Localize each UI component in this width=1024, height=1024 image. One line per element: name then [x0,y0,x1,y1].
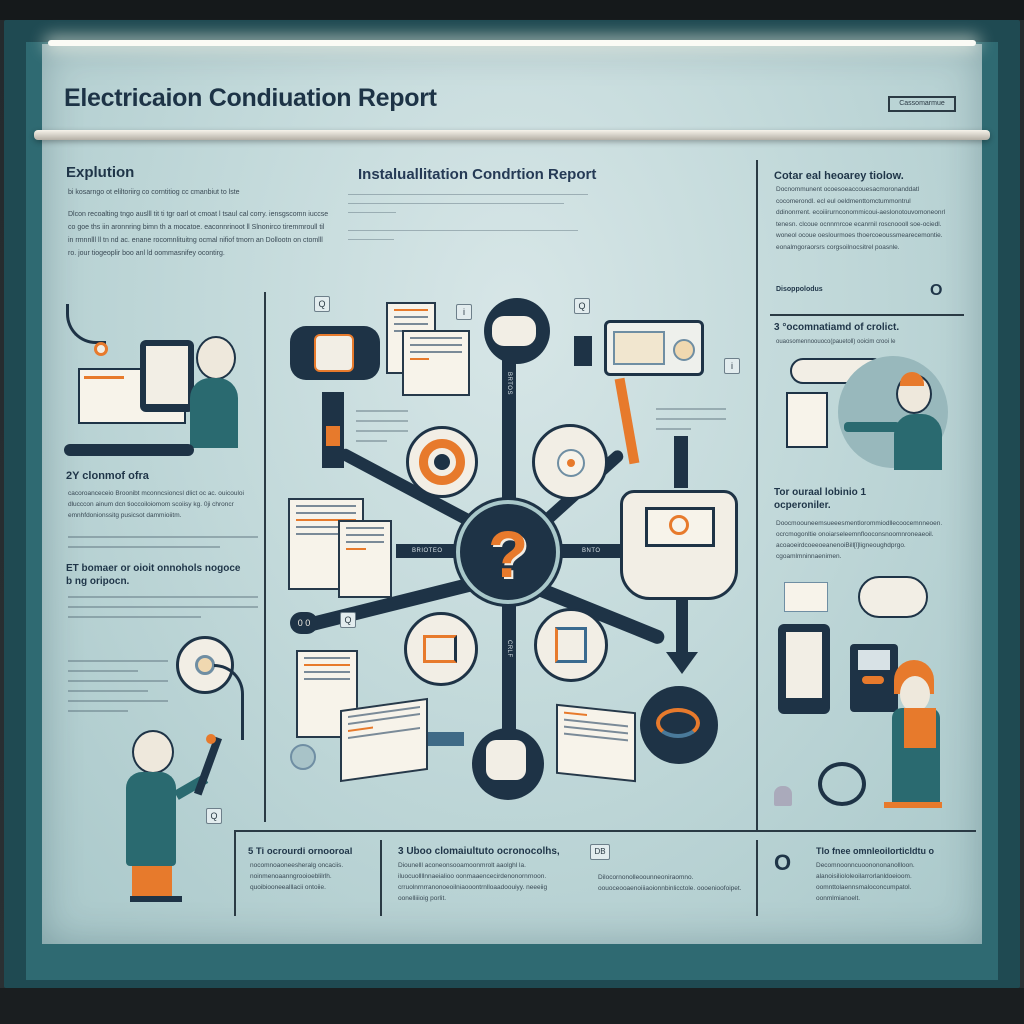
center-icon-box-2: i [456,304,472,320]
light-bar [34,130,990,140]
ceiling [0,0,1024,20]
center-icon-box-5: Q [340,612,356,628]
connector-arrow-stem [676,600,688,656]
bottom-cell-4-circle: O [774,850,792,875]
divider-right [756,160,758,830]
poster-tag: Cassomarmue [888,96,956,112]
center-faint-lines-1 [348,194,588,221]
connector-label-top: BRTOS [506,372,512,395]
illustration-person-tablet [64,294,244,460]
bottom-cell-1-body: nocomnoaoneesheralg oncaciis. noinmenoaa… [250,862,344,891]
left-section2-body: cacoroanceceio Broonibt mconncsioncsl dl… [68,490,244,519]
document-stack-2 [338,520,392,598]
center-faint-lines-2 [348,230,578,248]
toggle-icon: 0 0 [290,612,318,634]
center-icon-box-4: i [724,358,740,374]
connector-label-right: BNTO [582,548,601,554]
right-heading: Cotar eal heoarey tiolow. [774,170,904,182]
right-section4-body: Doocmoouneemsueeesmentlorommiodllecoocem… [776,520,943,560]
open-manual-icon [340,697,428,783]
divider-bottom [236,830,976,832]
bottom-cell-2-heading: 3 Uboo clomaiultuto ocronocolhs, [398,846,560,857]
left-section2-heading: 2Y clonmof ofra [66,470,149,482]
monitor-device-icon [604,320,704,376]
illustration-person-probe [120,726,223,906]
bottom-cell-4-heading: Tlo fnee omnleoilorticldtu o [816,846,934,856]
node-circuit-left [404,612,478,686]
node-meter-dial [406,426,478,498]
center-faint-lines-4 [656,408,726,438]
left-paragraph: Dlcon recoalting tngo auslll tit ti tgr … [68,211,329,257]
right-circle-letter: O [930,282,943,299]
node-sensor [532,424,608,500]
right-label-small: Disoppolodus [776,286,823,293]
left-faint-lines-1 [68,536,258,556]
connector-label-bottom: CRLF [506,640,512,658]
right-section3-heading: 3 °ocomnatiamd of crolict. [774,322,900,333]
bottom-cell-3-body: Dilocornonolleoounneoniraomno. oouoceooa… [598,874,742,892]
control-panel-icon [620,490,738,600]
center-icon-box-1: Q [314,296,330,312]
document-icon-2 [402,330,470,396]
center-heading: Instaluallitation Condrtion Report [358,166,597,183]
left-subheading: bi kosarngo ot eliltoriirg co corntitiog… [68,189,240,196]
divider-bottom-3 [756,840,758,916]
bottom-cell-3-icon: DB [590,844,610,860]
spinner-icon [290,744,316,770]
node-circuit-right [534,608,608,682]
divider-right-sub [770,314,964,316]
node-cable-dark [640,686,718,764]
center-faint-lines-3 [356,410,408,450]
plug-icon [574,336,592,366]
bottom-cell-4-body: Decomnoonncuoonononanollloon. alanoisili… [816,862,915,902]
fist-icon [472,728,544,800]
floor [0,988,1024,1024]
center-question-hub: ? [456,500,560,604]
camera-device-icon [290,326,380,380]
poster-title: Electricaion Condiuation Report [64,84,437,112]
bottom-cell-1-heading: 5 Ti ocrourdi ornooroal [248,846,353,857]
cable-plug-icon [322,392,344,468]
question-mark-icon: ? [487,517,529,591]
light-strip-top [48,40,976,46]
left-faint-lines-2 [68,596,258,626]
thumbs-up-icon [484,298,550,364]
divider-left [264,292,266,822]
illustration-person-pointing [776,352,956,472]
left-faint-lines-3 [68,660,168,720]
open-book-icon [556,703,636,783]
left-section3-heading: ET bomaer or oioit onnohols nogoce b ng … [66,563,241,587]
divider-bottom-1 [234,830,236,916]
connector-label-left: BRIOTEO [412,548,443,554]
bottom-cell-2-body: Diounelll aconeonsooamoonmrolt aaolghl l… [398,862,548,902]
left-icon-box: Q [206,808,222,824]
illustration-technician-meter [774,572,964,822]
center-icon-box-3: Q [574,298,590,314]
connector-right-block [674,436,688,488]
divider-bottom-2 [380,840,382,916]
left-heading: Explution [66,164,135,181]
right-section4-heading: Tor ouraal lobinio 1 ocperoniler. [774,487,867,511]
arrow-down-icon [666,652,698,674]
right-section3-sub: ouaosomennoouoco(pauetoll) ooicim crooi … [776,339,896,345]
arrow-left-icon [428,732,464,746]
right-paragraph: Docnommunent ocoesoeaccouesacmoronanddat… [776,186,946,251]
